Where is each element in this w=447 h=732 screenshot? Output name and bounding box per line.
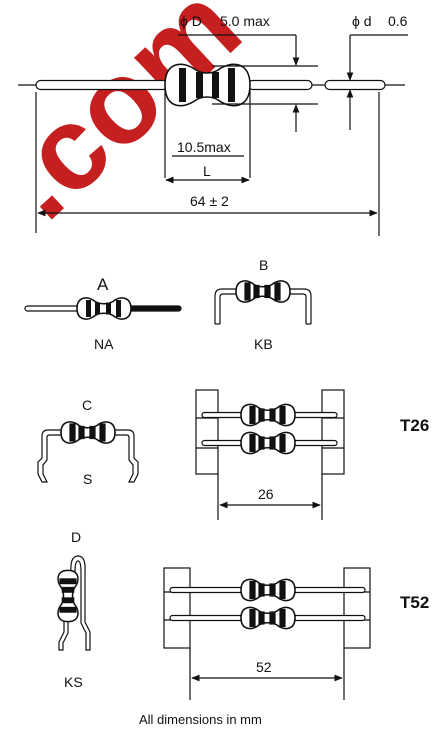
form-c-snap xyxy=(37,421,139,483)
phid-value: 0.6 xyxy=(388,13,408,29)
form-c-letter: C xyxy=(82,397,92,413)
left-lead xyxy=(35,79,169,91)
footer-note: All dimensions in mm xyxy=(139,712,262,727)
form-a-straight xyxy=(24,297,182,320)
main-dimension-drawing xyxy=(18,34,408,236)
tape-t52-pitch: 52 xyxy=(256,659,272,675)
phiD-symbol: ϕ D xyxy=(180,13,202,29)
form-b-letter: B xyxy=(259,257,268,273)
color-bands xyxy=(179,68,235,102)
phiD-value: 5.0 max xyxy=(220,13,270,29)
tape-t26 xyxy=(195,389,345,520)
form-b-code: KB xyxy=(254,336,273,352)
tape-t26-code: T26 xyxy=(400,416,429,435)
form-d-vertical xyxy=(57,555,91,651)
form-a-letter: A xyxy=(97,275,109,294)
tape-t52 xyxy=(163,567,371,700)
body-length-symbol: L xyxy=(203,163,211,179)
right-lead-outer xyxy=(324,79,386,91)
phid-symbol: ϕ d xyxy=(352,13,372,29)
form-c-code: S xyxy=(83,471,92,487)
form-d-letter: D xyxy=(71,529,81,545)
right-lead-inner xyxy=(247,79,313,91)
form-d-code: KS xyxy=(64,674,83,690)
form-b-kinked xyxy=(214,280,312,325)
form-a-code: NA xyxy=(94,336,114,352)
tape-t26-pitch: 26 xyxy=(258,486,274,502)
tape-t52-code: T52 xyxy=(400,593,429,612)
body-length-max-label: 10.5max xyxy=(177,139,231,155)
overall-length-label: 64 ± 2 xyxy=(190,193,229,209)
